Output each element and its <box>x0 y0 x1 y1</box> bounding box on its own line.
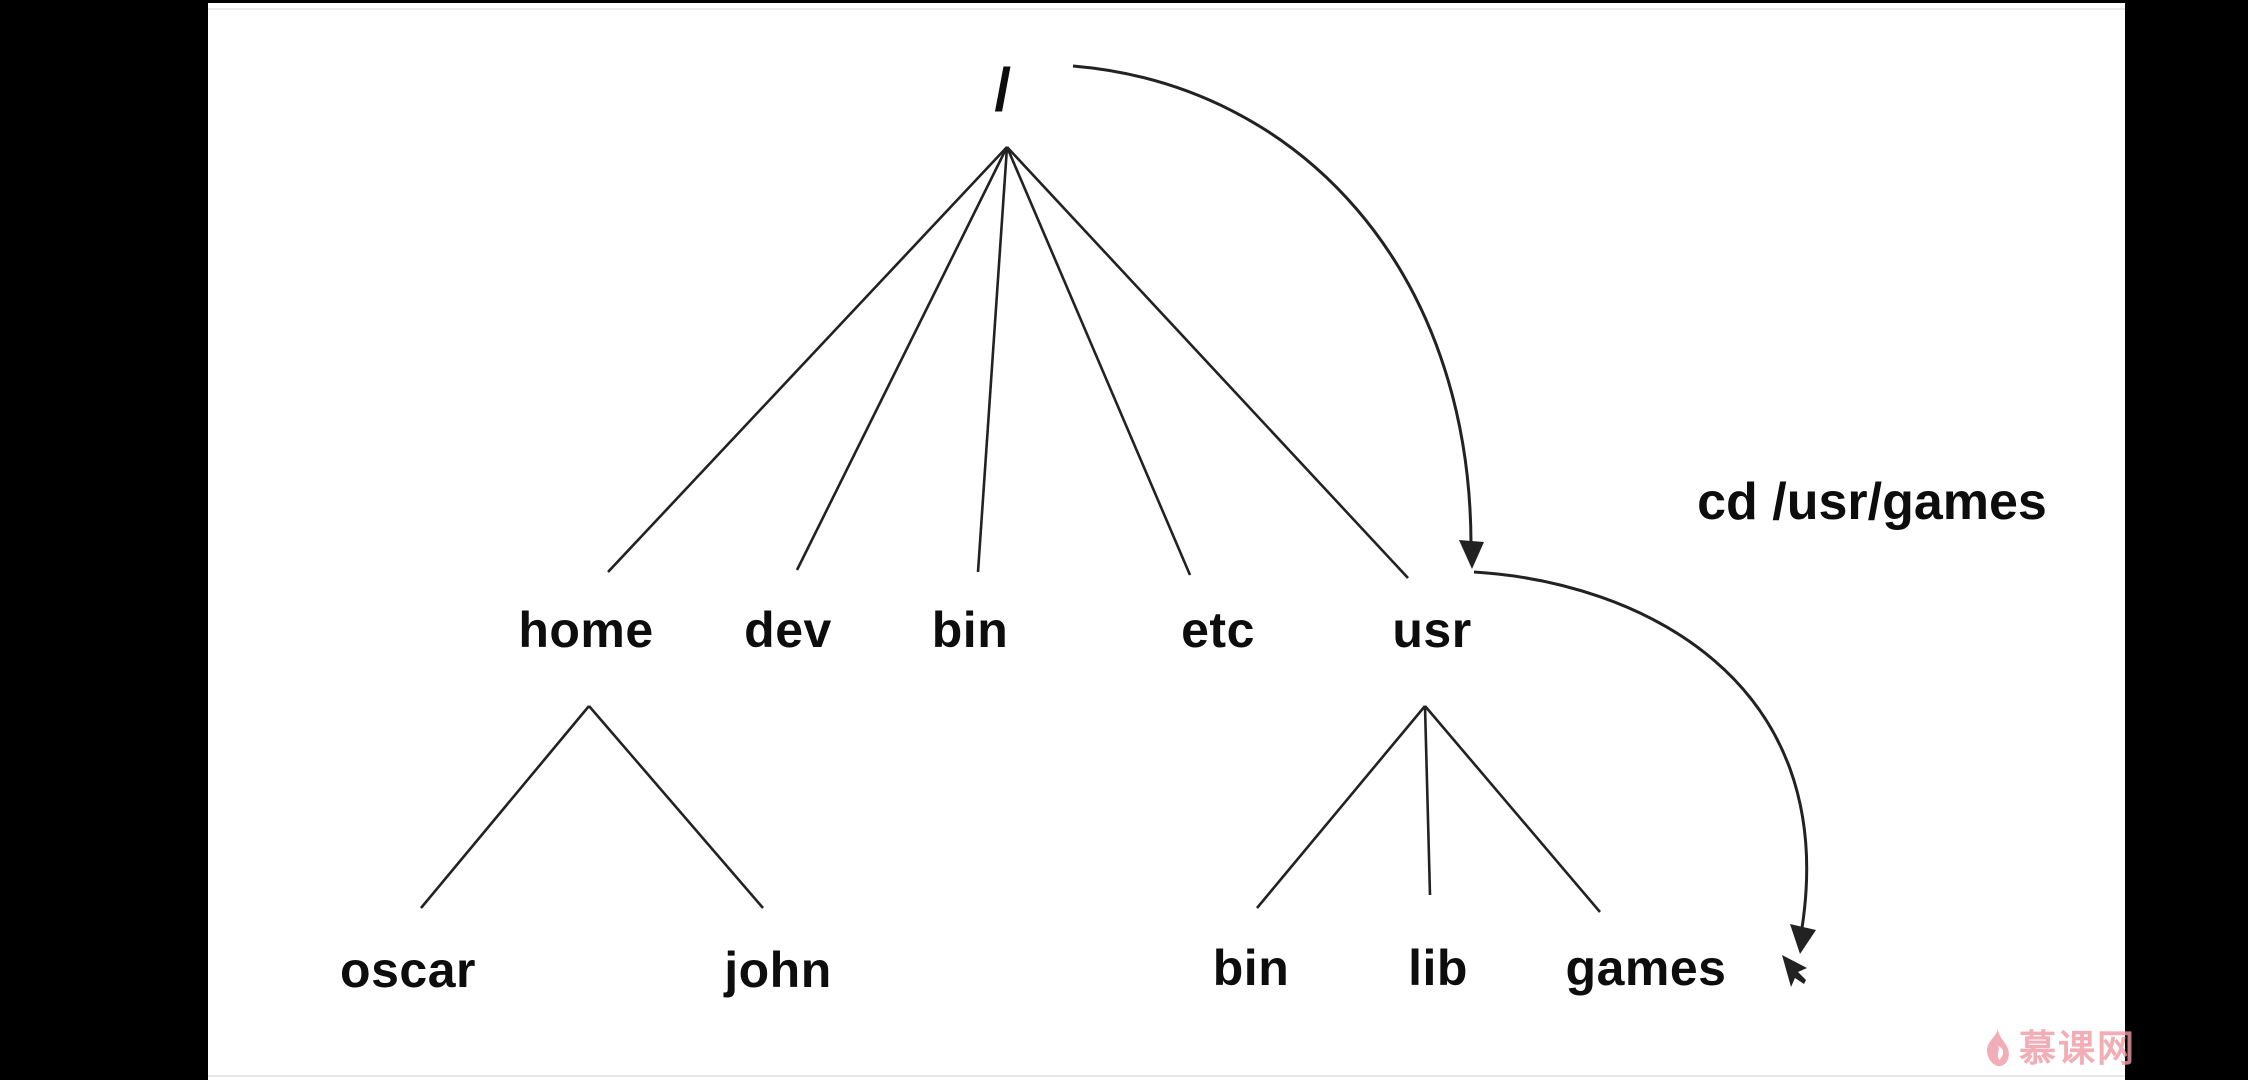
edge-root-etc <box>1005 146 1192 576</box>
edge-usr-games <box>1424 705 1601 913</box>
edge-home-oscar <box>420 705 590 909</box>
edge-root-home <box>607 146 1008 573</box>
node-home: home <box>518 602 654 658</box>
arrowhead-down-icon <box>1459 540 1484 569</box>
arc-root-to-usr <box>1072 64 1473 544</box>
edge-usr-lib <box>1423 705 1432 896</box>
watermark: 慕课网 <box>1982 1028 2136 1068</box>
node-usr: usr <box>1392 602 1472 658</box>
arc-usr-to-games <box>1473 570 1809 929</box>
node-root: / <box>994 56 1012 124</box>
top-hairline <box>208 8 2125 10</box>
node-etc: etc <box>1181 602 1255 658</box>
arrow-root-to-usr <box>1072 64 1484 569</box>
watermark-text: 慕课网 <box>2019 1027 2136 1069</box>
edge-root-usr <box>1006 146 1409 579</box>
node-dev: dev <box>744 602 832 658</box>
root-edges <box>607 146 1409 579</box>
arrow-usr-to-games <box>1473 570 1816 954</box>
node-usr-games: games <box>1565 940 1727 996</box>
node-john: john <box>724 942 832 998</box>
node-oscar: oscar <box>340 942 476 998</box>
arrowhead-down-icon <box>1790 924 1816 954</box>
flame-icon <box>1987 1029 2009 1067</box>
edge-usr-bin <box>1256 705 1426 909</box>
node-usr-lib: lib <box>1408 940 1468 996</box>
usr-edges <box>1256 705 1601 913</box>
edge-root-dev <box>795 146 1009 571</box>
edge-root-bin <box>976 146 1009 573</box>
home-edges <box>420 705 764 909</box>
edge-home-john <box>588 705 764 909</box>
command-annotation: cd /usr/games <box>1697 473 2047 531</box>
node-usr-bin: bin <box>1212 940 1290 996</box>
node-bin: bin <box>931 602 1009 658</box>
mouse-cursor-icon <box>1782 955 1807 987</box>
bottom-hairline <box>208 1075 2125 1077</box>
